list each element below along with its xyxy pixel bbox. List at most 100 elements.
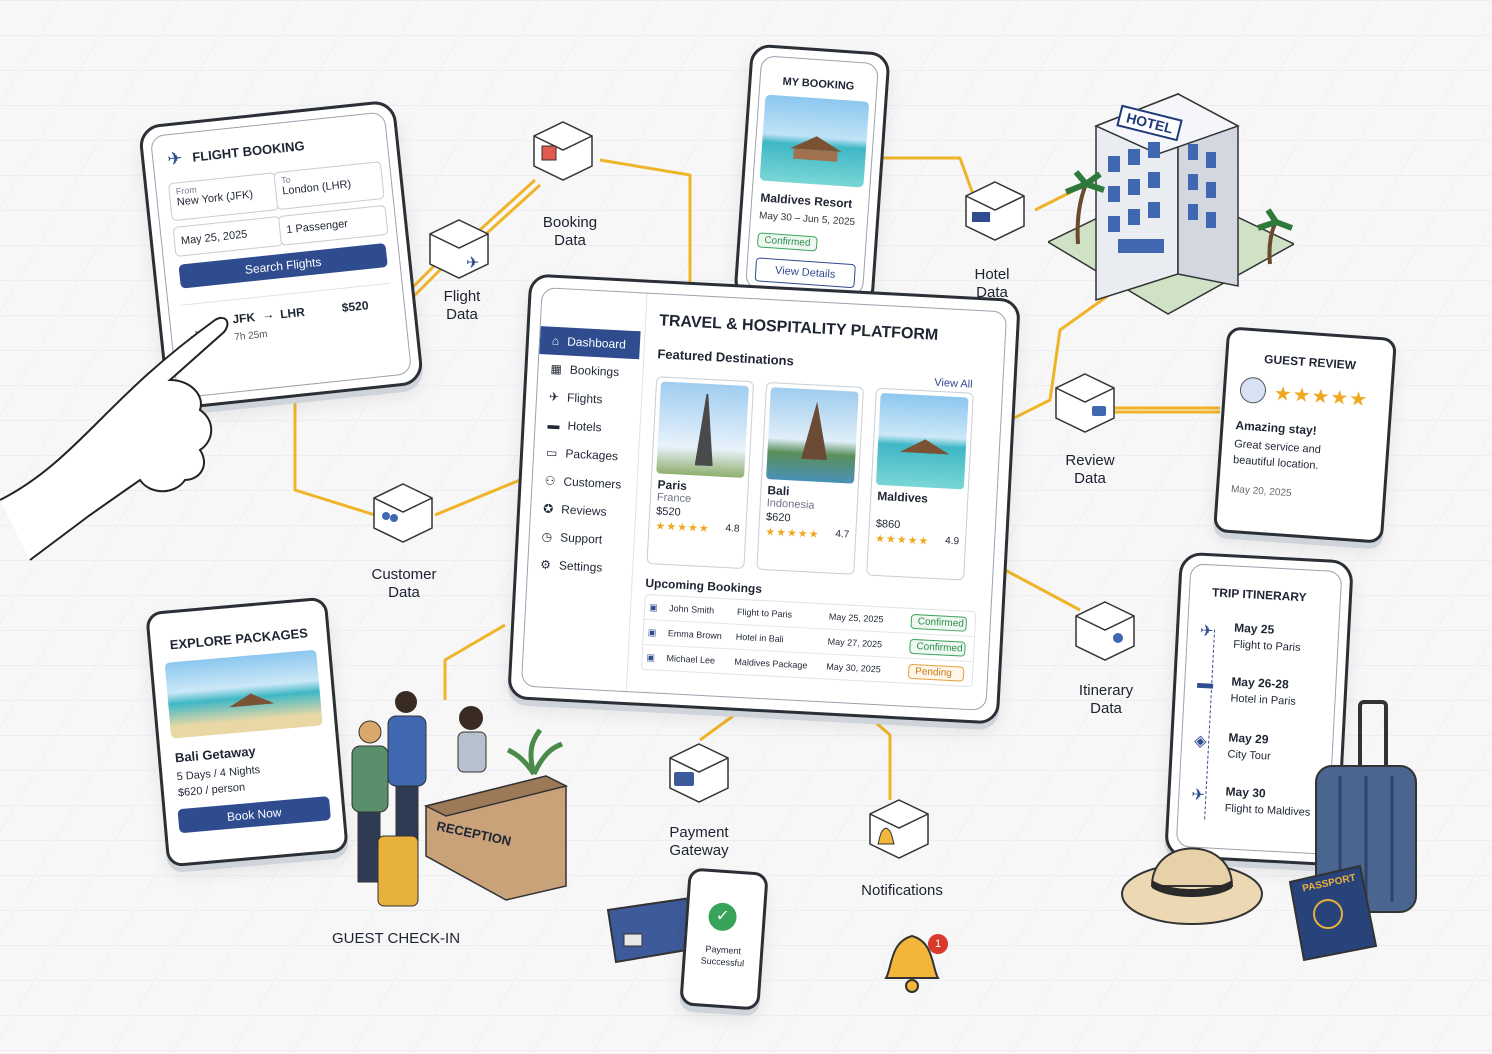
booking-data-cube (533, 121, 593, 181)
itinerary-date: May 26-28 (1231, 674, 1290, 692)
platform-title: TRAVEL & HOSPITALITY PLATFORM (658, 312, 939, 344)
customer-data-cube (373, 483, 433, 543)
my-booking-phone: MY BOOKING Maldives Resort May 30 – Jun … (733, 43, 891, 309)
result-to: LHR (279, 304, 306, 322)
booking-date: May 27, 2025 (827, 636, 883, 650)
booking-item: Hotel in Bali (735, 631, 784, 645)
user-icon: ▣ (647, 626, 657, 638)
book-now-button[interactable]: Book Now (177, 796, 331, 834)
booking-name: Michael Lee (666, 653, 716, 666)
package-icon: ▭ (545, 445, 558, 461)
packages-title: EXPLORE PACKAGES (169, 625, 309, 653)
payment-success-phone: ✓ Payment Successful (679, 867, 769, 1011)
itinerary-item[interactable]: ✈ May 25 Flight to Paris (1199, 619, 1302, 654)
review-data-cube (1055, 373, 1115, 433)
guest-review-title: GUEST REVIEW (1263, 351, 1357, 373)
flight-data-cube: ✈ (429, 219, 489, 279)
clock-icon: ◷ (541, 529, 553, 544)
rating-stars-icon: ★★★★★ (874, 532, 930, 548)
featured-destinations-title: Featured Destinations (657, 346, 795, 369)
review-headline: Amazing stay! (1235, 418, 1318, 438)
review-date: May 20, 2025 (1230, 483, 1292, 500)
booking-date: May 30, 2025 (826, 661, 882, 675)
gear-icon: ⚙ (539, 557, 552, 572)
sidebar-item-label: Dashboard (566, 334, 627, 352)
booking-name: Emma Brown (667, 628, 723, 641)
suitcase-hat-passport-illustration (1121, 700, 1417, 962)
paris-image (656, 381, 749, 478)
status-badge: Confirmed (910, 613, 968, 632)
date-field[interactable]: May 25, 2025 (172, 215, 284, 258)
to-field[interactable]: To London (LHR) (273, 161, 385, 211)
review-body-line2: beautiful location. (1232, 454, 1319, 473)
platform-sidebar: ⌂ Dashboard ▦ Bookings ✈ Flights ▬ Hotel… (525, 326, 641, 631)
hotel-data-cube (965, 181, 1025, 241)
airplane-icon: ✈ (548, 389, 560, 405)
itinerary-desc: Flight to Paris (1233, 638, 1301, 655)
airplane-icon: ✈ (166, 147, 184, 170)
calendar-icon: ▦ (550, 361, 563, 377)
svg-text:✈: ✈ (466, 253, 479, 272)
my-booking-title: MY BOOKING (782, 75, 855, 93)
platform-screen: ⌂ Dashboard ▦ Bookings ✈ Flights ▬ Hotel… (520, 287, 1008, 711)
bali-image (766, 387, 859, 484)
rating-stars-icon: ★★★★★ (655, 520, 710, 536)
itinerary-date: May 25 (1233, 620, 1275, 637)
sidebar-item-settings[interactable]: ⚙ Settings (528, 550, 629, 583)
notifications-cube (869, 799, 929, 859)
from-field[interactable]: From New York (JFK) (167, 172, 280, 222)
airplane-icon: ✈ (1199, 622, 1214, 641)
booking-status-badge: Confirmed (756, 229, 858, 254)
booking-name: John Smith (668, 603, 715, 616)
booking-item: Maldives Package (734, 656, 808, 671)
destination-cards: Paris France $520 ★★★★★ 4.8 Bali Indones… (646, 376, 985, 583)
reviewer-avatar (1239, 376, 1267, 405)
platform-dashboard-tablet: ⌂ Dashboard ▦ Bookings ✈ Flights ▬ Hotel… (507, 273, 1021, 725)
status-badge: Pending (907, 663, 965, 682)
result-price: $520 (341, 298, 370, 315)
review-stars: ★★★★★ (1273, 382, 1369, 412)
guest-review-card: GUEST REVIEW ★★★★★ Amazing stay! Great s… (1213, 326, 1397, 544)
bed-icon: ▬ (547, 417, 560, 433)
booking-date: May 25, 2025 (828, 611, 884, 625)
itinerary-data-cube (1075, 601, 1135, 661)
booking-dates: May 30 – Jun 5, 2025 (758, 210, 856, 229)
my-booking-screen: MY BOOKING Maldives Resort May 30 – Jun … (744, 55, 880, 297)
view-details-button[interactable]: View Details (754, 257, 856, 289)
destination-card-bali[interactable]: Bali Indonesia $620 ★★★★★ 4.7 (756, 381, 864, 575)
sidebar-item-label: Settings (558, 558, 603, 575)
pointing-hand-illustration (0, 316, 229, 561)
user-icon: ▣ (646, 651, 656, 663)
destination-card-paris[interactable]: Paris France $520 ★★★★★ 4.8 (646, 376, 755, 570)
users-icon: ⚇ (544, 473, 556, 489)
guest-check-in-label: GUEST CHECK-IN (331, 930, 461, 947)
check-circle-icon: ✓ (707, 901, 738, 932)
destination-rating: 4.9 (944, 535, 960, 548)
notification-count-badge: 1 (928, 934, 948, 954)
destination-card-maldives[interactable]: Maldives $860 ★★★★★ 4.9 (866, 387, 974, 581)
sidebar-item-label: Packages (565, 446, 619, 464)
maldives-image (875, 392, 969, 490)
destination-rating: 4.7 (835, 528, 850, 541)
hotel-building-illustration (1048, 92, 1294, 315)
booking-item: Flight to Paris (736, 606, 793, 620)
rating-stars-icon: ★★★★★ (764, 526, 820, 541)
sidebar-item-label: Reviews (560, 502, 607, 519)
flight-booking-title: FLIGHT BOOKING (191, 137, 306, 165)
sidebar-item-label: Bookings (569, 362, 620, 380)
view-all-link[interactable]: View All (934, 376, 973, 391)
home-icon: ⌂ (551, 333, 560, 349)
explore-packages-tablet: EXPLORE PACKAGES Bali Getaway 5 Days / 4… (145, 596, 349, 868)
guest-check-in-illustration (351, 691, 569, 907)
flight-booking-header: ✈ FLIGHT BOOKING (166, 135, 305, 170)
star-icon: ✪ (542, 501, 554, 516)
passenger-field[interactable]: 1 Passenger (277, 204, 389, 246)
notifications-label: Notifications (861, 882, 943, 899)
arrow-right-icon: → (261, 307, 275, 323)
